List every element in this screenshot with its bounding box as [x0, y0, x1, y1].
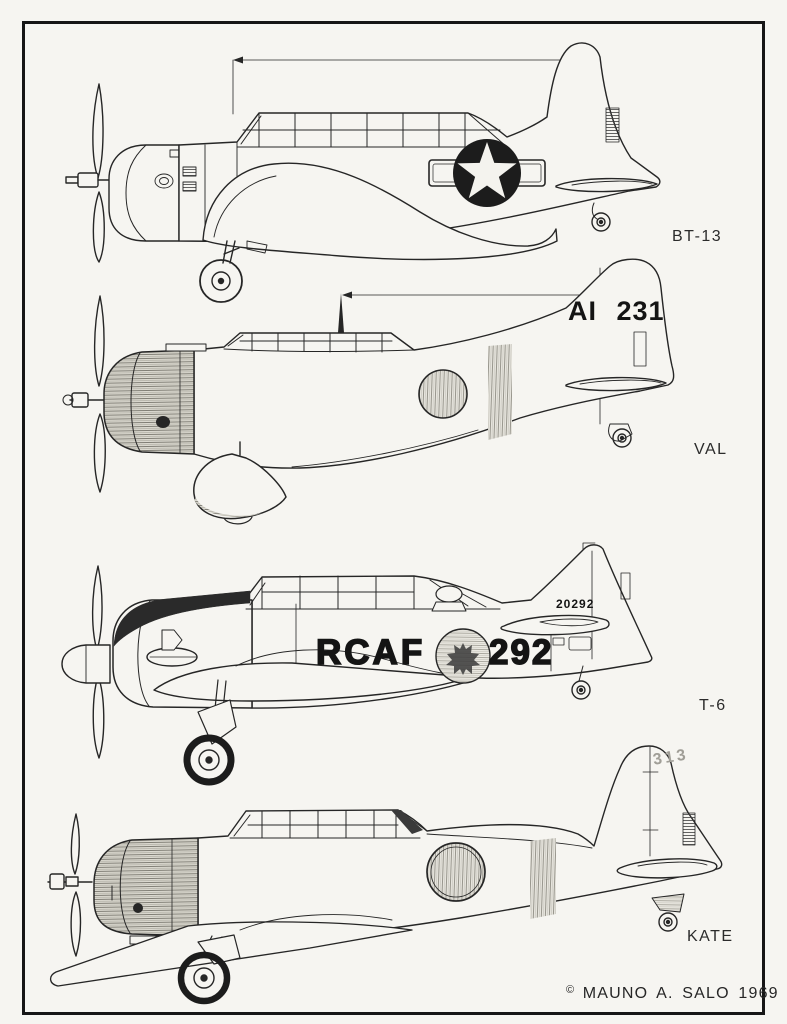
bt13-cowling [108, 144, 180, 242]
val-wheel-spat [193, 441, 287, 525]
val-tailplane [565, 376, 667, 392]
kate-tailwheel [651, 893, 685, 932]
bt13-propeller [65, 83, 111, 263]
t6-fin-details [550, 542, 631, 672]
us-star-insignia [428, 139, 546, 207]
rcaf-roundel [435, 628, 491, 684]
kate-fin-details [642, 746, 696, 857]
kate-landing-gear [177, 934, 241, 1005]
t6-wing [153, 662, 471, 702]
aircraft-label-t6: T-6 [699, 697, 727, 714]
t6-fuselage-text: RCAF [315, 632, 426, 673]
val-canopy [223, 332, 415, 353]
val-fuselage [193, 258, 675, 469]
kate-drawing [47, 745, 723, 1005]
val-drawing [62, 258, 675, 525]
hinomaru-insignia-kate [426, 842, 486, 902]
page-border-frame [22, 21, 765, 1015]
t6-df-loop-antenna [431, 585, 467, 612]
t6-antiglare-panel [113, 590, 251, 647]
bt13-wing-fairing [202, 162, 558, 261]
val-tailwheel [608, 423, 633, 448]
bt13-tailwheel [591, 202, 611, 232]
t6-drawing [61, 542, 653, 786]
kate-tailplane [616, 858, 718, 879]
t6-fuselage-number: 292 [488, 632, 554, 673]
val-tail-code: AI 231 [568, 296, 665, 326]
t6-fin-number: 20292 [556, 597, 595, 611]
copyright-name: MAUNO A. SALO 1969 [582, 985, 779, 1002]
t6-tailwheel [571, 665, 591, 700]
val-cowling [103, 349, 195, 455]
kate-cowling [93, 837, 199, 937]
copyright-symbol: © [566, 984, 575, 996]
t6-landing-gear [183, 679, 237, 786]
bt13-landing-gear [199, 240, 268, 303]
hinomaru-insignia [418, 369, 468, 419]
t6-propeller [61, 565, 111, 759]
val-rudder-trim-tab [633, 331, 647, 367]
aircraft-label-bt13: BT-13 [672, 228, 723, 245]
val-fuselage-band [488, 344, 512, 440]
bt13-rudder-trim-tab [605, 107, 620, 143]
kate-canopy [229, 809, 428, 839]
copyright-credit: © MAUNO A. SALO 1969 [566, 984, 779, 1003]
aircraft-label-val: VAL [694, 441, 728, 458]
kate-fuselage-band [530, 838, 556, 919]
kate-propeller [47, 813, 93, 957]
val-propeller [62, 295, 109, 493]
bt13-drawing [65, 42, 661, 303]
bt13-canopy [236, 112, 508, 148]
bt13-tailplane [555, 177, 658, 193]
aircraft-label-kate: KATE [687, 928, 734, 945]
